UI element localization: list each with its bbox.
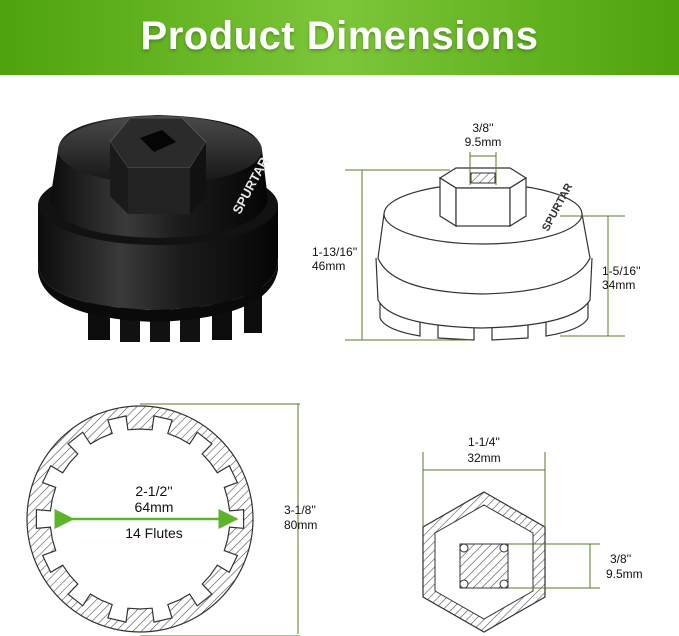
total-height-mm: 46mm <box>312 259 345 273</box>
drive-size-mm: 9.5mm <box>465 135 502 149</box>
square-drive-mm: 9.5mm <box>606 567 643 581</box>
title-banner: Product Dimensions <box>0 0 679 75</box>
cup-height-mm: 34mm <box>602 278 635 292</box>
page-title: Product Dimensions <box>140 14 539 58</box>
side-view-drawing: SPURTAR <box>345 152 625 341</box>
total-height-inch: 1-13/16'' <box>312 245 357 259</box>
cup-height-inch: 1-5/16'' <box>602 264 641 278</box>
hex-size-mm: 32mm <box>467 451 500 465</box>
outer-diameter-mm: 80mm <box>284 518 317 532</box>
inner-diameter-inch: 2-1/2'' <box>135 483 172 499</box>
outer-diameter-inch: 3-1/8'' <box>284 503 316 517</box>
product-photo: SPURTAR <box>38 115 278 342</box>
hex-size-inch: 1-1/4'' <box>468 435 500 449</box>
bottom-view-drawing <box>26 403 300 636</box>
square-drive-inch: 3/8'' <box>610 552 631 566</box>
inner-diameter-mm: 64mm <box>135 499 174 515</box>
flute-count: 14 Flutes <box>125 525 183 541</box>
top-view-drawing <box>422 452 600 633</box>
drive-size-inch: 3/8'' <box>472 121 493 135</box>
